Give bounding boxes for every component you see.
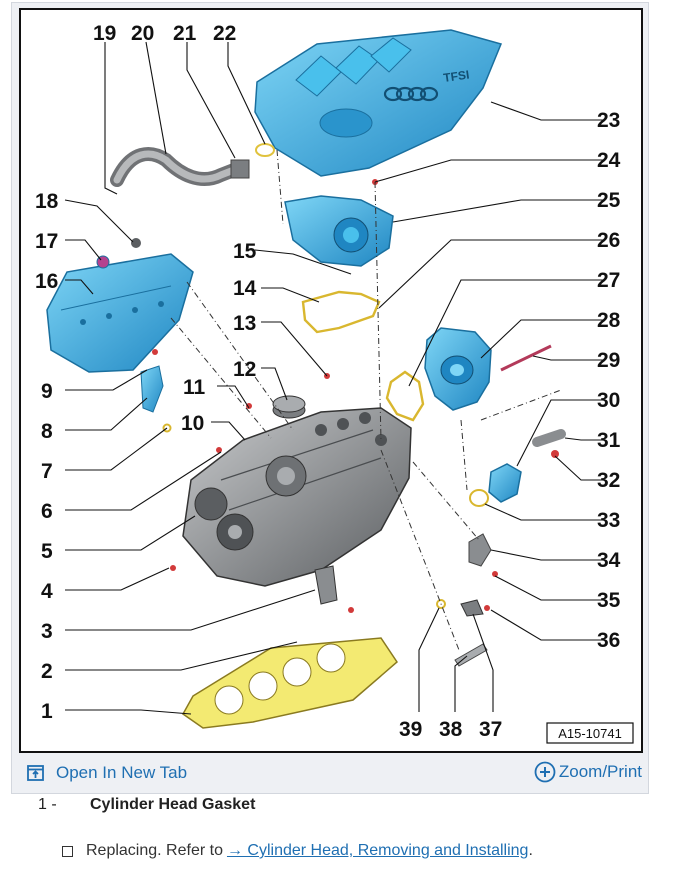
zoom-print-button[interactable]: Zoom/Print xyxy=(534,761,642,783)
vacuum-pump-gasket-part xyxy=(301,290,381,334)
legend-sub-text: Replacing. Refer to xyxy=(86,842,223,859)
legend-sub-suffix: . xyxy=(528,842,533,859)
callout-39: 39 xyxy=(399,718,422,741)
checkbox-bullet-icon xyxy=(62,845,73,857)
callout-11: 11 xyxy=(183,376,206,399)
engine-cover-part: TFSI xyxy=(254,29,503,177)
figure-id-box: A15-10741 xyxy=(546,722,634,744)
callout-29: 29 xyxy=(597,349,620,372)
callout-15: 15 xyxy=(233,240,257,263)
callout-9: 9 xyxy=(41,380,53,403)
bracket-3-part xyxy=(314,565,338,605)
callout-22: 22 xyxy=(213,22,236,45)
callout-27: 27 xyxy=(597,269,620,292)
callout-18: 18 xyxy=(35,190,59,213)
breather-hose-part xyxy=(110,147,250,187)
cylinder-head-gasket-part xyxy=(182,637,398,729)
open-in-new-tab-icon xyxy=(27,765,44,781)
open-in-new-tab-label: Open In New Tab xyxy=(56,763,188,782)
cylinder-head-part xyxy=(182,407,412,587)
callout-1: 1 xyxy=(41,700,53,723)
callout-10: 10 xyxy=(181,412,204,435)
cylinder-head-procedure-link[interactable]: → Cylinder Head, Removing and Installing xyxy=(226,842,529,859)
assembly-dash-lines xyxy=(170,149,562,651)
part-37 xyxy=(460,599,484,617)
exploded-diagram: TFSI xyxy=(19,8,643,753)
callout-26: 26 xyxy=(597,229,620,252)
legend-item-title: Cylinder Head Gasket xyxy=(90,796,256,813)
o-ring-22-part xyxy=(255,143,275,157)
svg-text:TFSI: TFSI xyxy=(442,67,470,84)
callout-21: 21 xyxy=(173,22,197,45)
callout-6: 6 xyxy=(41,500,53,523)
coolant-pipe-part xyxy=(488,429,566,503)
callout-5: 5 xyxy=(41,540,53,563)
cylinder-head-cover-part xyxy=(46,238,194,373)
callout-8: 8 xyxy=(41,420,53,443)
callout-2: 2 xyxy=(41,660,53,683)
legend-sub-item: Replacing. Refer to → Cylinder Head, Rem… xyxy=(62,842,533,860)
callout-3: 3 xyxy=(41,620,53,643)
diagram-toolbar: Open In New Tab Zoom/Print xyxy=(20,760,644,790)
callout-19: 19 xyxy=(93,22,116,45)
callout-35: 35 xyxy=(597,589,621,612)
coolant-housing-gasket-part xyxy=(385,370,425,422)
callout-25: 25 xyxy=(597,189,621,212)
sensor-34-part xyxy=(468,533,492,567)
callout-14: 14 xyxy=(233,277,257,300)
callout-33: 33 xyxy=(597,509,620,532)
seal-7-part xyxy=(162,423,172,433)
callout-24: 24 xyxy=(597,149,621,172)
callout-37: 37 xyxy=(479,718,502,741)
legend-item-number: 1 - xyxy=(38,796,57,813)
open-in-new-tab-button[interactable]: Open In New Tab xyxy=(26,763,187,783)
bolt-29-part xyxy=(500,344,552,372)
callout-28: 28 xyxy=(597,309,621,332)
coolant-housing-part xyxy=(424,327,492,411)
callout-12: 12 xyxy=(233,358,256,381)
sensor-8-part xyxy=(140,365,164,413)
callout-34: 34 xyxy=(597,549,621,572)
vacuum-pump-part xyxy=(284,195,394,267)
leader-lines xyxy=(64,41,604,715)
part-39 xyxy=(436,599,446,609)
callout-31: 31 xyxy=(597,429,621,452)
callout-7: 7 xyxy=(41,460,53,483)
zoom-plus-icon xyxy=(534,761,556,783)
callout-16: 16 xyxy=(35,270,58,293)
callout-32: 32 xyxy=(597,469,620,492)
callout-36: 36 xyxy=(597,629,620,652)
callout-17: 17 xyxy=(35,230,58,253)
callout-13: 13 xyxy=(233,312,256,335)
callout-labels: 19 20 21 22 23 24 25 26 27 28 29 30 31 3… xyxy=(35,22,621,741)
callout-30: 30 xyxy=(597,389,620,412)
callout-38: 38 xyxy=(439,718,463,741)
callout-20: 20 xyxy=(131,22,154,45)
figure-id-text: A15-10741 xyxy=(558,726,622,741)
callout-23: 23 xyxy=(597,109,620,132)
o-ring-33-part xyxy=(469,489,489,507)
zoom-print-label: Zoom/Print xyxy=(558,762,642,781)
legend-item: 1 - Cylinder Head Gasket xyxy=(38,796,255,814)
oil-filler-cap-part xyxy=(272,395,306,419)
callout-4: 4 xyxy=(41,580,53,603)
